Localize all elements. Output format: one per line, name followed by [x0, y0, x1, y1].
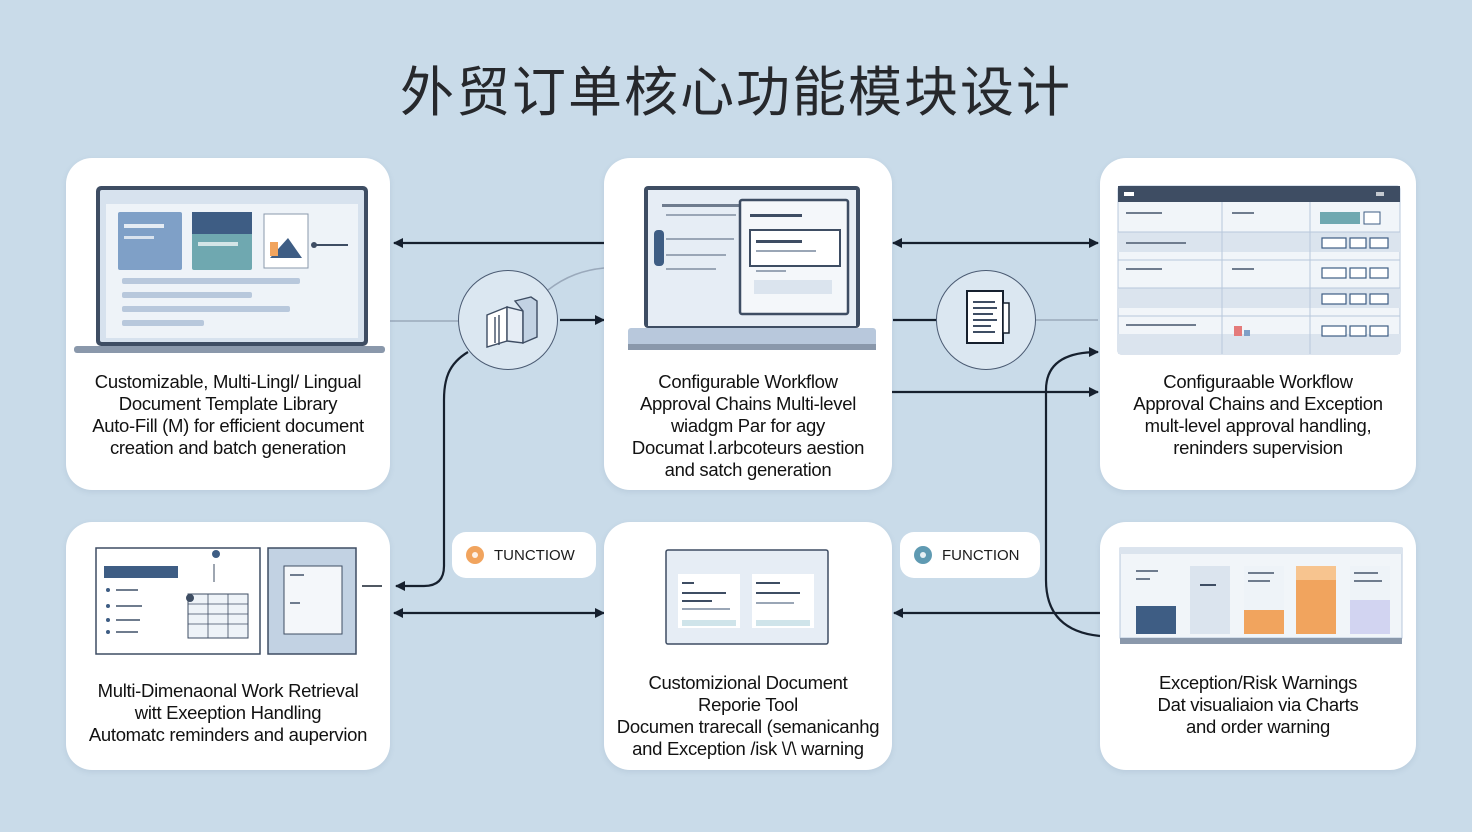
chart-illustration — [1119, 547, 1403, 644]
card-line: and Exception /isk \/\ warning — [632, 738, 864, 759]
card-description: Multi-Dimenaonal Work Retrieval witt Exe… — [66, 680, 390, 746]
card-line: and order warning — [1185, 716, 1331, 737]
card-line: Automatc reminders and aupervion — [88, 724, 368, 745]
card-line: mult-level approval handling, — [1144, 415, 1372, 436]
page-title: 外贸订单核心功能模块设计 — [400, 61, 1072, 124]
card-line: Multi-Dimenaonal Work Retrieval — [97, 680, 359, 701]
retrieval-illustration — [95, 547, 382, 655]
card-line: Approval Chains Multi-level — [639, 393, 857, 414]
pill-label: TUNCTIOW — [494, 546, 575, 564]
card-line: Reporie Tool — [698, 694, 798, 715]
card-risk-warnings: Exception/Risk Warnings Dat visualiaion … — [1100, 522, 1416, 770]
card-approval-exception: Configuraable Workflow Approval Chains a… — [1100, 158, 1416, 490]
function-pill-left: TUNCTIOW — [452, 532, 596, 578]
laptop-illustration — [74, 186, 385, 353]
card-line: Configuraable Workflow — [1163, 371, 1353, 392]
card-line: Configurable Workflow — [658, 371, 838, 392]
card-line: Dat visualiaion via Charts — [1157, 694, 1359, 715]
card-line: Document Template Library — [118, 393, 338, 414]
card-template-library: Customizable, Multi-Lingl/ Lingual Docum… — [66, 158, 390, 490]
report-illustration — [665, 549, 829, 645]
card-line: Documat l.arbcoteurs aestion — [631, 437, 865, 458]
card-line: reninders supervision — [1173, 437, 1343, 458]
card-line: creation and batch generation — [109, 437, 347, 458]
cube-icon — [486, 296, 538, 348]
card-workflow-approval: Configurable Workflow Approval Chains Mu… — [604, 158, 892, 490]
status-dot-icon — [466, 546, 484, 564]
status-dot-icon — [914, 546, 932, 564]
card-description: Configurable Workflow Approval Chains Mu… — [604, 371, 892, 481]
card-description: Configuraable Workflow Approval Chains a… — [1100, 371, 1416, 459]
card-description: Customizable, Multi-Lingl/ Lingual Docum… — [66, 371, 390, 459]
dashboard-illustration — [1117, 185, 1401, 355]
document-icon — [966, 290, 1010, 344]
card-line: Auto-Fill (M) for efficient document — [92, 415, 364, 436]
hub-node-left — [458, 270, 558, 370]
card-line: Customizable, Multi-Lingl/ Lingual — [94, 371, 362, 392]
card-line: Documen trarecall (semanicanhg — [616, 716, 880, 737]
card-description: Customizional Document Reporie Tool Docu… — [604, 672, 892, 760]
hub-node-right — [936, 270, 1036, 370]
card-line: and satch generation — [664, 459, 832, 480]
card-document-report: Customizional Document Reporie Tool Docu… — [604, 522, 892, 770]
laptop-illustration — [628, 186, 876, 350]
card-description: Exception/Risk Warnings Dat visualiaion … — [1100, 672, 1416, 738]
pill-label: FUNCTION — [942, 546, 1020, 564]
card-line: Exception/Risk Warnings — [1158, 672, 1358, 693]
card-work-retrieval: Multi-Dimenaonal Work Retrieval witt Exe… — [66, 522, 390, 770]
card-line: witt Exeeption Handling — [134, 702, 322, 723]
function-pill-right: FUNCTION — [900, 532, 1040, 578]
card-line: wiadgm Par for agy — [671, 415, 825, 436]
card-line: Approval Chains and Exception — [1133, 393, 1383, 414]
card-line: Customizional Document — [648, 672, 848, 693]
